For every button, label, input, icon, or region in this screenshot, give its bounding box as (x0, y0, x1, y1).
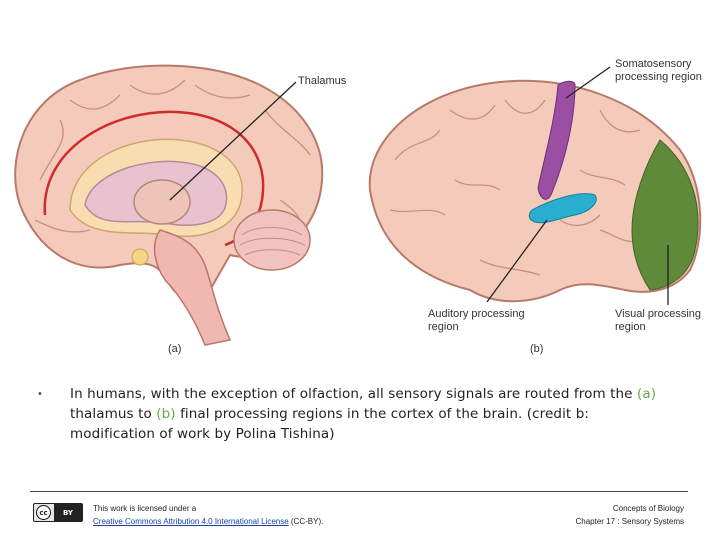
somatosensory-label-line2: processing region (615, 71, 702, 83)
cerebral-cortex (368, 79, 702, 303)
auditory-label-line2: region (428, 321, 459, 333)
pituitary (131, 248, 149, 266)
visual-region (631, 139, 699, 291)
thalamus-pointer (169, 81, 297, 201)
cc-by-badge: cc BY (33, 503, 83, 522)
brain-illustration (14, 64, 702, 346)
auditory-label: Auditory processing region (428, 308, 525, 334)
caption-ref-b: (b) (156, 406, 176, 422)
thalamus-shape (133, 179, 191, 225)
caption-part1: In humans, with the exception of olfacti… (70, 386, 633, 402)
cerebellum-folia (239, 227, 306, 256)
somatosensory-pointer (565, 66, 611, 99)
caption-text: In humans, with the exception of olfacti… (70, 384, 670, 444)
visual-label-line1: Visual processing (615, 308, 702, 320)
somatosensory-label: Somatosensory processing region (615, 58, 702, 84)
panel-b-label: (b) (530, 343, 544, 355)
gyri-lines (34, 79, 311, 236)
auditory-region (528, 193, 597, 224)
course-info: Concepts of Biology Chapter 17 : Sensory… (576, 502, 685, 528)
cerebellum (233, 209, 311, 271)
auditory-pointer (486, 219, 548, 303)
bullet-point: • (38, 388, 42, 400)
lateral-brain (368, 66, 702, 305)
cc-icon: cc (36, 505, 51, 520)
license-line1: This work is licensed under a (93, 504, 197, 513)
license-line2: Creative Commons Attribution 4.0 Interna… (93, 515, 323, 528)
footer-divider (30, 491, 688, 492)
caption-part2: thalamus to (70, 406, 152, 422)
license-text: This work is licensed under a Creative C… (93, 502, 323, 528)
sagittal-brain (14, 64, 324, 346)
caption-ref-a: (a) (636, 386, 657, 402)
auditory-label-line1: Auditory processing (428, 308, 525, 320)
somatosensory-label-line1: Somatosensory (615, 58, 692, 70)
course-title: Concepts of Biology (612, 504, 684, 513)
panel-a-label: (a) (168, 343, 182, 355)
somatosensory-region (537, 80, 576, 200)
visual-label: Visual processing region (615, 308, 701, 334)
brainstem (153, 229, 232, 346)
by-icon: BY (54, 504, 82, 521)
license-link[interactable]: Creative Commons Attribution 4.0 Interna… (93, 517, 289, 526)
license-suffix: (CC-BY). (288, 517, 324, 526)
brain-figure: Thalamus Somatosensory processing region… (0, 40, 720, 370)
course-chapter: Chapter 17 : Sensory Systems (575, 517, 685, 526)
visual-label-line2: region (615, 321, 646, 333)
thalamus-label: Thalamus (298, 75, 347, 87)
caption-part3: final processing regions in the cortex o… (70, 406, 590, 442)
